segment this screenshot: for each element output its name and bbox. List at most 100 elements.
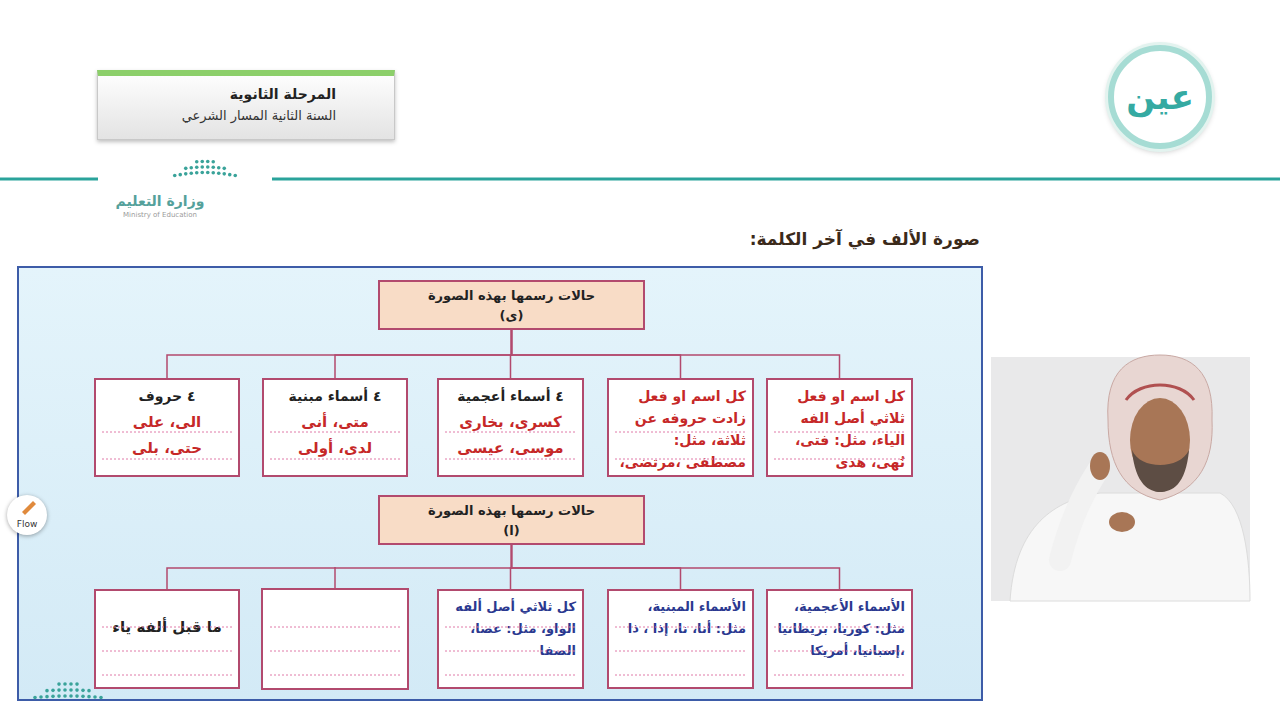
ministry-logo-dot: [87, 689, 91, 693]
tree-connector: [512, 545, 681, 589]
presenter-headband: [1126, 385, 1194, 400]
ministry-logo-dot: [51, 695, 55, 699]
diagram-panel: [18, 267, 982, 700]
ministry-logo-dot: [93, 695, 97, 699]
node-text: حالات رسمها بهذه الصورة: [380, 286, 643, 306]
ministry-logo-dot: [81, 689, 85, 693]
writing-line: [102, 432, 232, 433]
ministry-logo-dot: [184, 167, 188, 171]
presenter-hand: [1109, 512, 1135, 532]
writing-line: [774, 459, 905, 460]
node-text: ٤ أسماء مبنية: [270, 385, 400, 407]
writing-line: [102, 459, 232, 460]
flow-button: Flow: [7, 495, 47, 535]
writing-line: [270, 432, 400, 433]
ministry-logo-dot: [222, 167, 226, 171]
ministry-logo-dot: [189, 171, 193, 175]
rule-box: الأسماء المبنية، مثل: أنا، نا، إذا ، ذا: [607, 589, 754, 689]
ministry-logo-dot: [33, 696, 37, 700]
tree-connector: [512, 330, 681, 378]
writing-line: [615, 651, 746, 652]
rule-box: الأسماء الأعجمية، مثل: كوريا، بريطانيا ،…: [766, 589, 913, 689]
ministry-logo-dot: [217, 166, 221, 170]
node-text: الأسماء المبنية، مثل: أنا، نا، إذا ، ذا: [615, 596, 746, 640]
ministry-logo-dot: [217, 171, 221, 175]
ministry-logo-dot: [99, 696, 103, 700]
ministry-logo-dot: [45, 689, 49, 693]
ministry-logo-dot: [63, 694, 67, 698]
header-rule: [272, 178, 1280, 181]
channel-logo: عين: [1108, 45, 1212, 149]
ministry-logo-dot: [211, 160, 215, 164]
rule-box: ما قبل ألفه ياء: [94, 589, 240, 689]
tree-connector: [512, 545, 840, 589]
node-text: عين: [1126, 77, 1194, 117]
ministry-logo-dot: [57, 694, 61, 698]
node-text: كل اسم او فعل زادت حروفه عن ثلاثة، مثل: …: [615, 385, 746, 473]
presenter-headscarf: [1108, 355, 1212, 500]
ministry-logo-dot: [87, 695, 91, 699]
ministry-logo-dot: [69, 694, 73, 698]
rule-box: كل اسم او فعل ثلاثي أصل الفه الياء، مثل:…: [766, 378, 913, 477]
writing-line: [774, 675, 905, 676]
writing-line: [270, 675, 400, 676]
ministry-logo-dot: [195, 171, 199, 175]
presenter-body: [1010, 493, 1250, 601]
writing-line: [445, 459, 576, 460]
grade-header: المرحلة الثانوية السنة الثانية المسار الش…: [97, 70, 395, 140]
writing-line: [774, 432, 905, 433]
ministry-logo-dot: [211, 165, 215, 169]
node-text: ما قبل ألفه ياء: [102, 618, 232, 636]
writing-line: [445, 627, 576, 628]
tree-connector: [512, 330, 840, 378]
node-text: كل اسم او فعل ثلاثي أصل الفه الياء، مثل:…: [774, 385, 905, 473]
pencil-icon: [22, 501, 36, 515]
ministry-name-en: Ministry of Education: [100, 211, 220, 219]
ministry-logo-dot: [75, 694, 79, 698]
node-text: حالات رسمها بهذه الصورة: [380, 501, 643, 521]
presenter-beard: [1132, 450, 1189, 492]
ministry-logo-dot: [184, 172, 188, 176]
writing-line: [445, 675, 576, 676]
rule-box: ٤ حروفالى، على حتى، بلى: [94, 378, 240, 477]
writing-line: [270, 627, 400, 628]
ministry-logo-dot: [211, 171, 215, 175]
node-subtext: (ى): [380, 306, 643, 326]
ministry-logo-dot: [45, 695, 49, 699]
writing-line: [615, 432, 746, 433]
node-text: Flow: [17, 519, 38, 529]
tree-connector: [335, 330, 512, 378]
node-subtext: الى، على حتى، بلى: [127, 409, 207, 461]
ministry-logo-dot: [233, 174, 237, 178]
writing-line: [774, 627, 905, 628]
node-text: المرحلة الثانوية: [108, 86, 336, 102]
writing-line: [615, 459, 746, 460]
writing-line: [615, 675, 746, 676]
ministry-logo-dot: [228, 173, 232, 177]
category-box: حالات رسمها بهذه الصورة(ا): [378, 495, 645, 545]
slide-title: صورة الألف في آخر الكلمة:: [750, 229, 980, 249]
ministry-logo-dot: [173, 174, 177, 178]
ministry-logo-dot: [75, 688, 79, 692]
ministry-logo-dot: [195, 165, 199, 169]
ministry-name: وزارة التعليم: [100, 193, 220, 209]
ministry-logo-dot: [57, 688, 61, 692]
tree-connector: [511, 545, 512, 589]
ministry-logo-dot: [195, 160, 199, 164]
tree-connector: [511, 330, 512, 378]
node-subtext: متى، أنى لدى، أولى: [295, 409, 375, 461]
node-subtext: السنة الثانية المسار الشرعي: [108, 108, 336, 123]
empty-box: [262, 589, 408, 689]
branch-line: [334, 567, 336, 589]
header-rule: [0, 178, 98, 181]
tree-connector: [167, 545, 512, 589]
ministry-logo-dot: [39, 695, 43, 699]
writing-line: [774, 651, 905, 652]
ministry-logo-dot: [206, 160, 210, 164]
ministry-logo-dot: [63, 688, 67, 692]
node-text: الأسماء الأعجمية، مثل: كوريا، بريطانيا ،…: [774, 596, 905, 662]
writing-line: [102, 675, 232, 676]
